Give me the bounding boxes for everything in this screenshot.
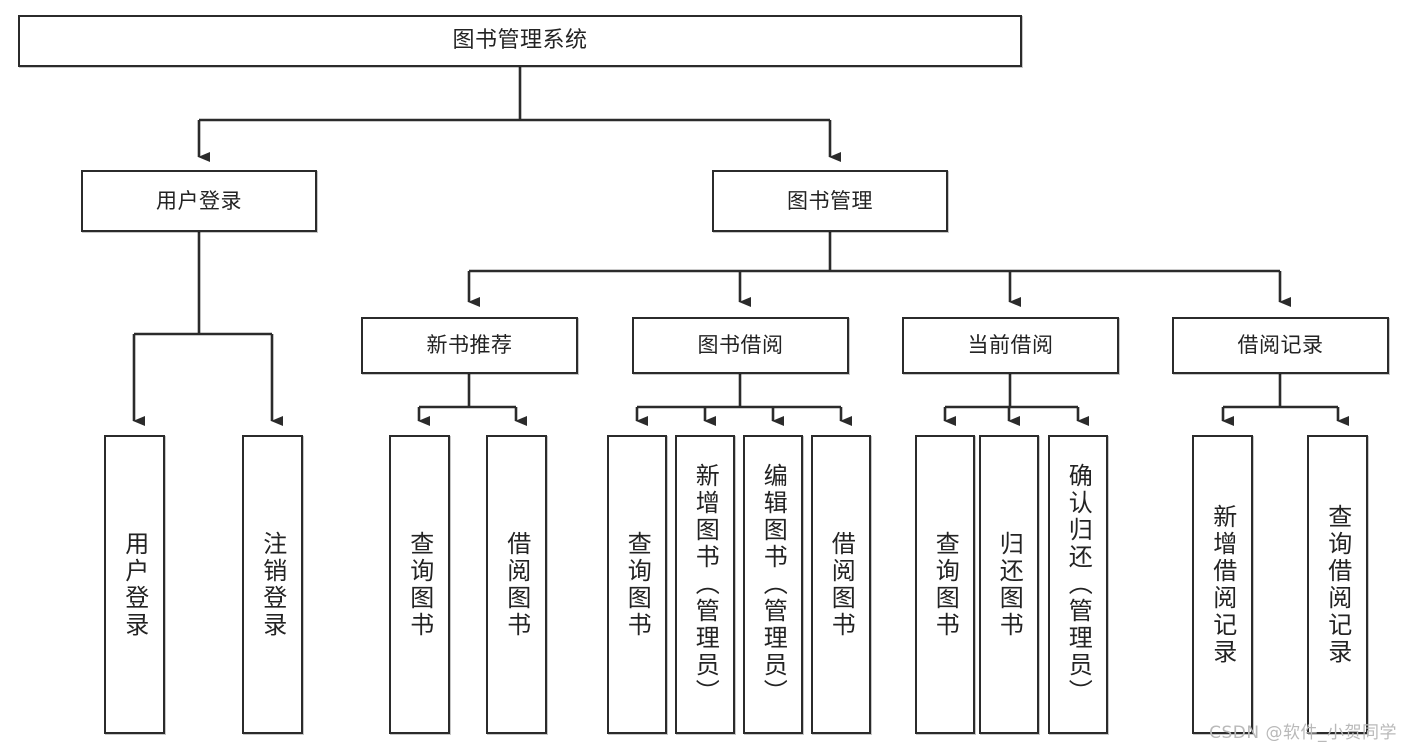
leaf-logout[interactable]: 注销登录 [242, 435, 303, 734]
leaf-query-books-current[interactable]: 查询图书 [915, 435, 975, 734]
node-label: 图书借阅 [697, 333, 784, 358]
leaf-borrow-book[interactable]: 借阅图书 [811, 435, 871, 734]
watermark: CSDN @软件_小贺同学 [1209, 723, 1397, 743]
node-label: 查询借阅记录 [1323, 503, 1352, 666]
node-label: 编辑图书（管理员） [759, 463, 788, 706]
leaf-return-book[interactable]: 归还图书 [979, 435, 1039, 734]
node-label: 借阅记录 [1237, 333, 1324, 358]
node-label: 借阅图书 [502, 530, 531, 639]
node-label: 用户登录 [156, 188, 242, 213]
node-borrow-records[interactable]: 借阅记录 [1172, 317, 1389, 374]
node-label: 新增图书（管理员） [691, 463, 720, 706]
leaf-query-borrow-record[interactable]: 查询借阅记录 [1307, 435, 1368, 734]
node-current-borrowing[interactable]: 当前借阅 [902, 317, 1119, 374]
node-label: 当前借阅 [967, 333, 1054, 358]
node-label: 图书管理系统 [452, 28, 588, 54]
leaf-query-books-new[interactable]: 查询图书 [389, 435, 450, 734]
node-label: 用户登录 [120, 530, 149, 639]
leaf-add-borrow-record[interactable]: 新增借阅记录 [1192, 435, 1253, 734]
node-user-login[interactable]: 用户登录 [81, 170, 317, 232]
leaf-query-books-borrow[interactable]: 查询图书 [607, 435, 667, 734]
node-label: 图书管理 [787, 188, 873, 213]
leaf-add-book-admin[interactable]: 新增图书（管理员） [675, 435, 735, 734]
node-label: 新书推荐 [426, 333, 513, 358]
node-root-book-management-system[interactable]: 图书管理系统 [18, 15, 1022, 67]
leaf-confirm-return-admin[interactable]: 确认归还（管理员） [1048, 435, 1108, 734]
node-label: 查询图书 [931, 530, 960, 639]
node-label: 新增借阅记录 [1208, 503, 1237, 666]
leaf-borrow-books-new[interactable]: 借阅图书 [486, 435, 547, 734]
node-label: 注销登录 [258, 530, 287, 639]
leaf-user-login[interactable]: 用户登录 [104, 435, 165, 734]
node-label: 查询图书 [405, 530, 434, 639]
node-label: 确认归还（管理员） [1064, 463, 1093, 706]
node-label: 借阅图书 [827, 530, 856, 639]
node-book-management[interactable]: 图书管理 [712, 170, 948, 232]
node-label: 归还图书 [995, 530, 1024, 639]
node-label: 查询图书 [623, 530, 652, 639]
node-new-book-recommendation[interactable]: 新书推荐 [361, 317, 578, 374]
node-book-borrowing[interactable]: 图书借阅 [632, 317, 849, 374]
leaf-edit-book-admin[interactable]: 编辑图书（管理员） [743, 435, 803, 734]
